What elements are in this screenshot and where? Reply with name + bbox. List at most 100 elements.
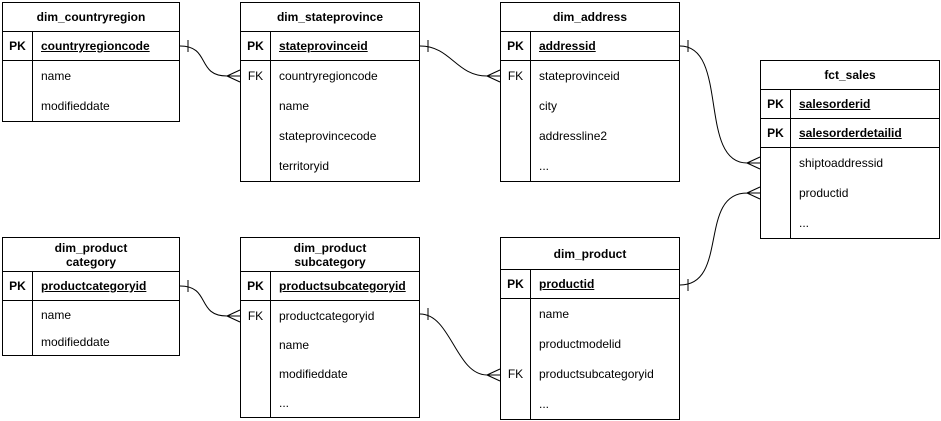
table-row: productmodelid bbox=[501, 329, 679, 359]
key-cell bbox=[3, 328, 33, 355]
table-title: dim_product category bbox=[3, 238, 179, 272]
relationship-category-subcategory[interactable] bbox=[179, 280, 241, 323]
field-addressid: addressid bbox=[539, 39, 596, 53]
pk-badge: PK bbox=[761, 119, 791, 147]
fk-badge: FK bbox=[241, 301, 271, 330]
field-ellipsis: ... bbox=[799, 216, 810, 230]
field-shiptoaddressid: shiptoaddressid bbox=[799, 156, 884, 170]
field-name: name bbox=[41, 307, 72, 322]
table-fct-sales[interactable]: fct_sales PK salesorderid PK salesorderd… bbox=[760, 60, 940, 239]
table-dim-product[interactable]: dim_product PK productid name productmod… bbox=[500, 237, 680, 420]
table-row: ... bbox=[241, 388, 419, 417]
field-stateprovinceid: stateprovinceid bbox=[539, 69, 620, 83]
key-cell bbox=[501, 121, 531, 151]
table-row: shiptoaddressid bbox=[761, 148, 939, 178]
table-title: dim_stateprovince bbox=[241, 3, 419, 32]
table-row: PK addressid bbox=[501, 32, 679, 61]
table-row: FK stateprovinceid bbox=[501, 61, 679, 91]
field-productmodelid: productmodelid bbox=[539, 337, 622, 351]
table-title: dim_countryregion bbox=[3, 3, 179, 32]
field-productcategoryid: productcategoryid bbox=[279, 308, 375, 323]
table-row: city bbox=[501, 91, 679, 121]
table-dim-product-category[interactable]: dim_product category PK productcategoryi… bbox=[2, 237, 180, 356]
field-productsubcategoryid: productsubcategoryid bbox=[539, 367, 654, 381]
table-row: addressline2 bbox=[501, 121, 679, 151]
table-row: productid bbox=[761, 178, 939, 208]
table-row: FK productsubcategoryid bbox=[501, 359, 679, 389]
table-row: ... bbox=[761, 208, 939, 238]
key-cell bbox=[761, 178, 791, 208]
relationship-stateprovince-address[interactable] bbox=[419, 40, 501, 83]
table-row: name bbox=[501, 299, 679, 329]
table-title: dim_address bbox=[501, 3, 679, 32]
table-row: PK productcategoryid bbox=[3, 272, 179, 301]
pk-badge: PK bbox=[3, 32, 33, 60]
relationship-subcategory-product[interactable] bbox=[419, 308, 501, 382]
table-row: territoryid bbox=[241, 151, 419, 181]
field-modifieddate: modifieddate bbox=[41, 99, 110, 113]
fk-badge: FK bbox=[501, 359, 531, 389]
table-title: dim_product bbox=[501, 238, 679, 270]
table-row: ... bbox=[501, 389, 679, 419]
key-cell bbox=[241, 91, 271, 121]
key-cell bbox=[501, 91, 531, 121]
relationship-address-fctsales[interactable] bbox=[679, 40, 761, 170]
field-ellipsis: ... bbox=[539, 159, 550, 173]
key-cell bbox=[761, 208, 791, 238]
table-row: PK salesorderdetailid bbox=[761, 119, 939, 148]
table-dim-stateprovince[interactable]: dim_stateprovince PK stateprovinceid FK … bbox=[240, 2, 420, 182]
table-row: PK stateprovinceid bbox=[241, 32, 419, 61]
fk-badge: FK bbox=[241, 61, 271, 91]
field-name: name bbox=[539, 307, 570, 321]
field-stateprovincecode: stateprovincecode bbox=[279, 129, 377, 143]
key-cell bbox=[241, 359, 271, 388]
pk-badge: PK bbox=[501, 270, 531, 298]
key-cell bbox=[241, 151, 271, 181]
field-productid: productid bbox=[539, 277, 595, 291]
field-productsubcategoryid: productsubcategoryid bbox=[279, 279, 406, 293]
table-row: ... bbox=[501, 151, 679, 181]
relationship-product-fctsales[interactable] bbox=[679, 186, 761, 291]
table-row: FK productcategoryid bbox=[241, 301, 419, 330]
table-row: PK salesorderid bbox=[761, 90, 939, 119]
field-territoryid: territoryid bbox=[279, 159, 330, 173]
key-cell bbox=[3, 61, 33, 91]
table-row: name bbox=[241, 91, 419, 121]
pk-badge: PK bbox=[501, 32, 531, 60]
pk-badge: PK bbox=[241, 32, 271, 60]
field-ellipsis: ... bbox=[279, 395, 290, 410]
key-cell bbox=[501, 389, 531, 419]
key-cell bbox=[3, 91, 33, 121]
field-productcategoryid: productcategoryid bbox=[41, 279, 147, 293]
table-row: PK productid bbox=[501, 270, 679, 299]
key-cell bbox=[241, 121, 271, 151]
table-row: FK countryregioncode bbox=[241, 61, 419, 91]
table-title: dim_product subcategory bbox=[241, 238, 419, 272]
table-dim-countryregion[interactable]: dim_countryregion PK countryregioncode n… bbox=[2, 2, 180, 122]
field-countryregioncode: countryregioncode bbox=[279, 69, 378, 83]
table-dim-product-subcategory[interactable]: dim_product subcategory PK productsubcat… bbox=[240, 237, 420, 418]
field-countryregioncode: countryregioncode bbox=[41, 39, 150, 53]
field-ellipsis: ... bbox=[539, 397, 550, 411]
field-name: name bbox=[41, 69, 72, 83]
key-cell bbox=[3, 301, 33, 328]
table-row: modifieddate bbox=[3, 91, 179, 121]
key-cell bbox=[501, 299, 531, 329]
key-cell bbox=[761, 148, 791, 178]
key-cell bbox=[501, 151, 531, 181]
table-row: name bbox=[241, 330, 419, 359]
table-row: PK countryregioncode bbox=[3, 32, 179, 61]
key-cell bbox=[501, 329, 531, 359]
table-title: fct_sales bbox=[761, 61, 939, 90]
table-row: modifieddate bbox=[241, 359, 419, 388]
field-productid: productid bbox=[799, 186, 849, 200]
table-row: name bbox=[3, 301, 179, 328]
table-row: stateprovincecode bbox=[241, 121, 419, 151]
key-cell bbox=[241, 330, 271, 359]
table-row: PK productsubcategoryid bbox=[241, 272, 419, 301]
field-addressline2: addressline2 bbox=[539, 129, 608, 143]
relationship-countryregion-stateprovince[interactable] bbox=[179, 40, 241, 83]
table-dim-address[interactable]: dim_address PK addressid FK stateprovinc… bbox=[500, 2, 680, 182]
